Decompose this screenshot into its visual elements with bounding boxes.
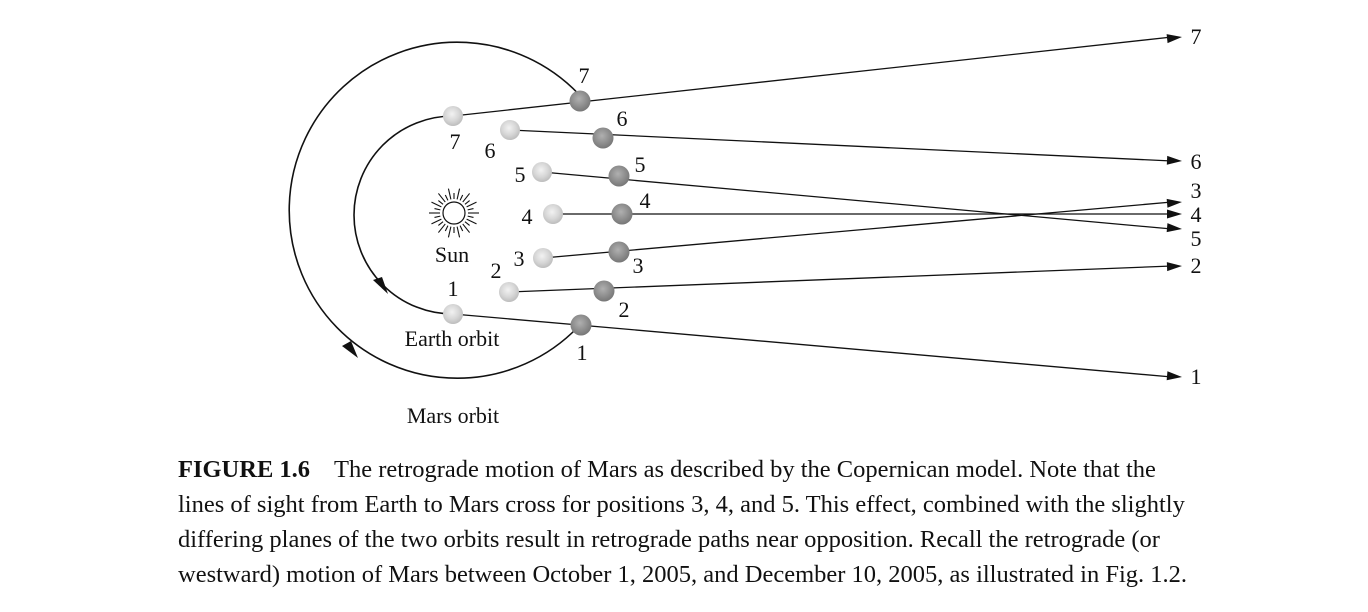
earth-orbit-arrow [373, 277, 388, 294]
earth-position-label-7: 7 [450, 129, 461, 154]
mars-position-label-6: 6 [617, 106, 628, 131]
mars-icon-6 [592, 127, 614, 149]
line-of-sight-1 [452, 313, 1173, 378]
sky-position-label-3: 3 [1191, 178, 1202, 203]
earth-icon-7 [443, 106, 463, 126]
earth-icon-5 [532, 162, 552, 182]
sky-position-label-7: 7 [1191, 24, 1202, 49]
mars-icon-2 [593, 280, 615, 302]
mars-orbit-label: Mars orbit [407, 403, 499, 428]
line-of-sight-2 [508, 265, 1173, 293]
earth-position-label-2: 2 [491, 258, 502, 283]
mars-positions [569, 90, 633, 336]
earth-icon-2 [499, 282, 519, 302]
earth-position-label-1: 1 [448, 276, 459, 301]
caption-text-1: The retrograde motion of Mars as describ… [334, 456, 1156, 483]
arrowhead-6 [1166, 155, 1182, 165]
sky-position-label-5: 5 [1191, 226, 1202, 251]
arrowhead-1 [1166, 371, 1182, 381]
mars-icon-7 [569, 90, 591, 112]
mars-position-label-4: 4 [640, 188, 651, 213]
caption-line-2: lines of sight from Earth to Mars cross … [178, 491, 1185, 518]
mars-position-label-3: 3 [633, 253, 644, 278]
mars-icon-1 [570, 314, 592, 336]
sky-position-label-4: 4 [1191, 202, 1202, 227]
sky-position-label-6: 6 [1191, 149, 1202, 174]
mars-position-label-1: 1 [577, 340, 588, 365]
earth-position-label-3: 3 [514, 246, 525, 271]
sun-icon [429, 188, 479, 238]
arrowhead-7 [1166, 34, 1182, 44]
mars-position-labels: 1 23 4 56 7 [577, 63, 651, 365]
mars-icon-5 [608, 165, 630, 187]
earth-icon-4 [543, 204, 563, 224]
sky-position-label-1: 1 [1191, 364, 1202, 389]
earth-positions [443, 106, 563, 324]
caption-line-4: westward) motion of Mars between October… [178, 561, 1188, 588]
earth-position-label-6: 6 [485, 138, 496, 163]
sky-position-label-2: 2 [1191, 253, 1202, 278]
sky-position-labels: 1 2 345 6 7 [1191, 24, 1202, 389]
mars-orbit-arrow [342, 341, 358, 358]
earth-icon-3 [533, 248, 553, 268]
mars-orbit [288, 41, 585, 379]
line-of-sight-arrows [1166, 34, 1182, 381]
earth-position-label-4: 4 [522, 204, 533, 229]
mars-position-label-7: 7 [579, 63, 590, 88]
arrowhead-3 [1166, 198, 1182, 208]
earth-position-label-5: 5 [515, 162, 526, 187]
mars-position-label-5: 5 [635, 152, 646, 177]
earth-icon-6 [500, 120, 520, 140]
earth-orbit [353, 115, 454, 315]
caption-line-3: differing planes of the two orbits resul… [178, 526, 1160, 553]
figure-label: FIGURE 1.6 [178, 456, 311, 483]
arrowhead-4 [1167, 209, 1182, 219]
earth-orbit-label: Earth orbit [405, 326, 500, 351]
mars-icon-4 [611, 203, 633, 225]
line-of-sight-3 [542, 201, 1173, 259]
mars-position-label-2: 2 [619, 297, 630, 322]
arrowhead-5 [1166, 223, 1182, 233]
earth-icon-1 [443, 304, 463, 324]
arrowhead-2 [1166, 262, 1182, 272]
mars-icon-3 [608, 241, 630, 263]
caption-line-1: FIGURE 1.6 The retrograde motion of Mars … [178, 452, 1328, 487]
figure-caption: FIGURE 1.6 The retrograde motion of Mars … [178, 452, 1328, 592]
line-of-sight-7 [452, 36, 1173, 117]
lines-of-sight [452, 36, 1173, 378]
line-of-sight-5 [541, 171, 1173, 230]
sun-label: Sun [435, 242, 469, 267]
line-of-sight-6 [509, 129, 1173, 162]
